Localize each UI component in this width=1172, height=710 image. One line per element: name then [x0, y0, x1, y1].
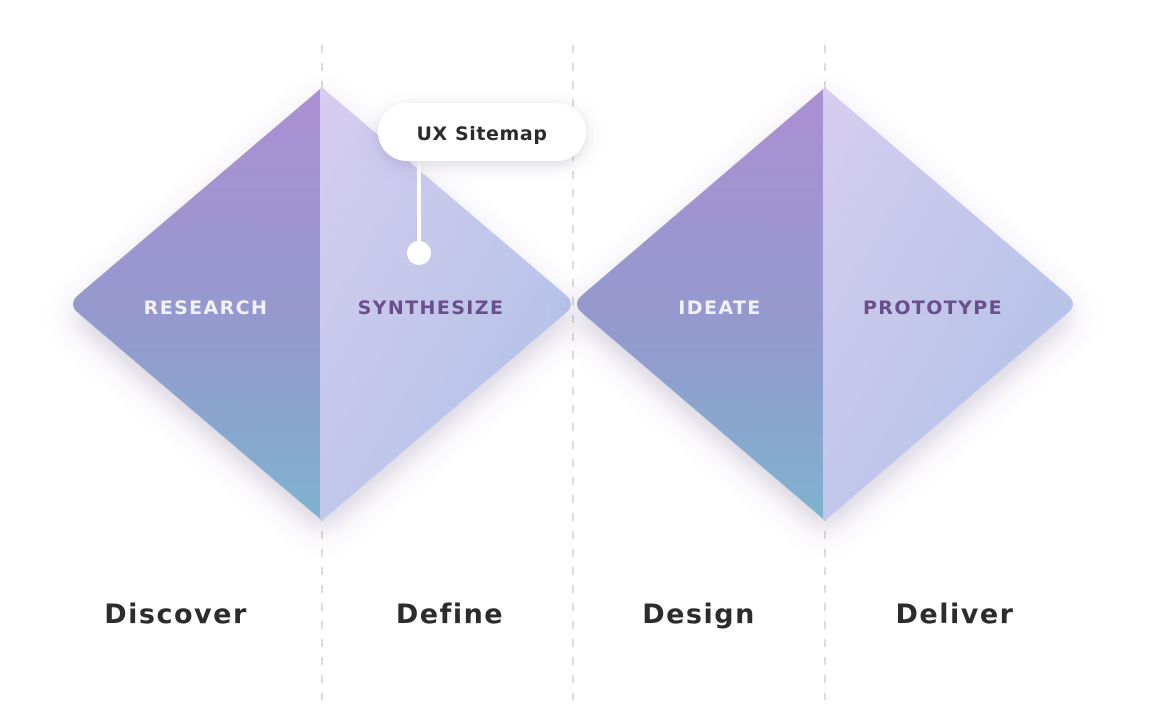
diamond-left-half-ideate	[577, 88, 827, 520]
diamond-design-deliver	[577, 88, 1073, 520]
label-research: RESEARCH	[144, 297, 269, 319]
phase-label-deliver: Deliver	[896, 599, 1015, 630]
phase-label-design: Design	[642, 599, 756, 630]
callout-pill	[378, 103, 586, 161]
label-synthesize: SYNTHESIZE	[358, 297, 505, 319]
label-ideate: IDEATE	[678, 297, 761, 319]
diamond-discover-define	[73, 88, 571, 520]
diamond-right-half-synthesize	[320, 88, 571, 520]
label-prototype: PROTOTYPE	[863, 297, 1003, 319]
diamond-left-half-research	[73, 88, 324, 520]
diamond-right-half-prototype	[823, 88, 1073, 520]
callout-ux-sitemap: UX Sitemap	[378, 103, 586, 265]
phase-label-discover: Discover	[104, 599, 248, 630]
callout-label: UX Sitemap	[416, 123, 547, 145]
callout-pin-dot	[407, 241, 431, 265]
phase-label-define: Define	[396, 599, 504, 630]
